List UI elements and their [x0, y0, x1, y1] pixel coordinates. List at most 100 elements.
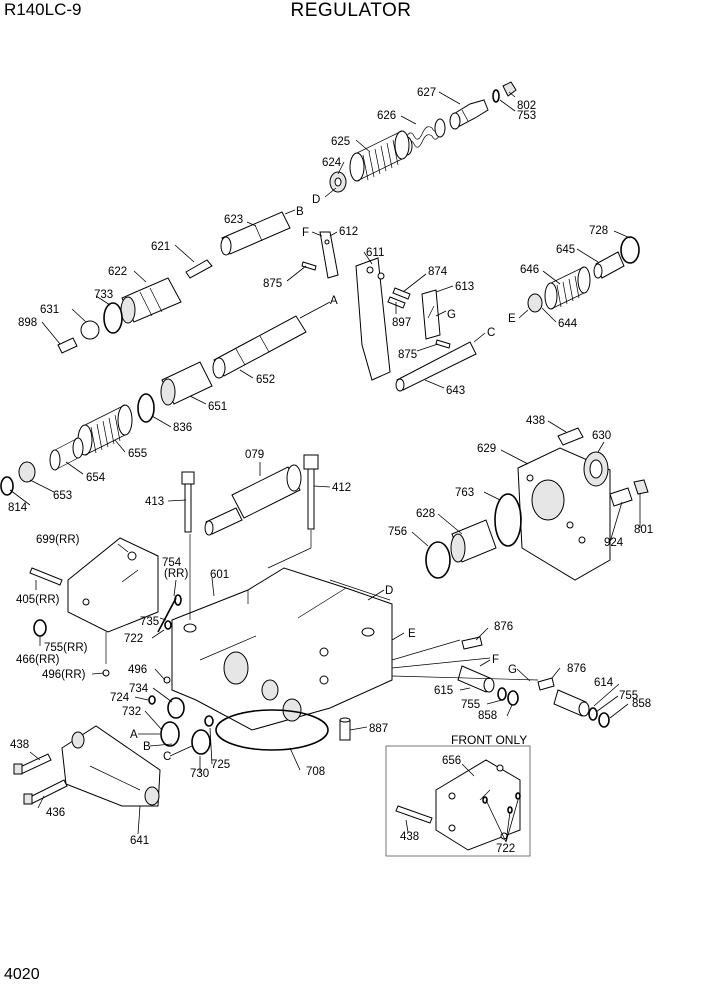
part-611-lever — [355, 257, 391, 381]
label-735: 735 — [140, 616, 159, 628]
label-079: 079 — [245, 449, 264, 461]
label-b-low: B — [143, 741, 151, 753]
label-755rr: 755(RR) — [44, 642, 88, 654]
label-438-c: 438 — [400, 831, 419, 843]
label-d-body: D — [385, 585, 393, 597]
label-496: 496 — [128, 664, 147, 676]
part-641-cover — [61, 725, 161, 807]
label-628: 628 — [416, 508, 435, 520]
label-631: 631 — [40, 304, 59, 316]
label-802: 802 — [517, 100, 536, 112]
label-612: 612 — [339, 226, 358, 238]
part-601-body — [171, 567, 393, 731]
part-613-plate — [421, 289, 441, 340]
part-615-spool — [457, 665, 495, 693]
part-622-sleeve — [120, 277, 182, 324]
part-655-spring — [77, 404, 133, 456]
label-623: 623 — [224, 214, 243, 226]
label-643: 643 — [446, 385, 465, 397]
label-725: 725 — [211, 759, 230, 771]
part-646-spring — [544, 266, 591, 310]
part-728-oring — [620, 236, 640, 264]
label-g-body: G — [508, 664, 517, 676]
part-722-oring-a — [164, 620, 172, 630]
label-755-a: 755 — [461, 699, 480, 711]
part-734-oring — [167, 697, 185, 719]
label-754-rr: (RR) — [164, 568, 188, 580]
label-438-b: 438 — [10, 739, 29, 751]
part-876-pin-a — [461, 636, 483, 650]
label-722-b: 722 — [496, 843, 515, 855]
part-887-pin — [339, 717, 351, 741]
label-644: 644 — [558, 318, 578, 330]
part-875-pin-a — [301, 261, 317, 271]
part-858-ring-b — [598, 712, 610, 728]
label-655: 655 — [128, 448, 147, 460]
label-g-top: G — [447, 309, 456, 321]
part-405-bolt — [29, 567, 63, 586]
part-614-spool — [553, 689, 590, 717]
part-732-oring — [160, 721, 180, 747]
part-643-pin — [395, 341, 477, 392]
part-079-solenoid — [204, 464, 302, 536]
part-730-oring — [191, 729, 211, 755]
label-e-right: E — [508, 313, 516, 325]
part-623-spool — [220, 211, 291, 256]
label-836: 836 — [173, 422, 192, 434]
label-624: 624 — [322, 157, 342, 169]
label-656: 656 — [442, 755, 461, 767]
label-730: 730 — [190, 768, 209, 780]
part-652-spool — [212, 315, 307, 379]
label-622: 622 — [108, 266, 127, 278]
part-814-snap-ring — [0, 476, 14, 496]
part-754-oring — [157, 594, 182, 633]
page-title: REGULATOR — [290, 0, 412, 21]
part-645-piston — [593, 251, 625, 279]
label-641: 641 — [130, 835, 149, 847]
part-625-spring — [349, 130, 410, 182]
label-754: 754 — [162, 557, 182, 569]
label-613: 613 — [455, 281, 474, 293]
part-631-collar — [80, 320, 100, 340]
part-763-oring — [494, 493, 522, 547]
part-654-spring — [49, 437, 84, 471]
label-b-top: B — [296, 206, 304, 218]
label-627: 627 — [417, 87, 436, 99]
part-612-plate — [319, 231, 339, 279]
label-629: 629 — [477, 443, 496, 455]
label-897: 897 — [392, 317, 411, 329]
part-653-seat — [18, 461, 36, 483]
label-621: 621 — [151, 241, 170, 253]
part-753-oring — [492, 89, 500, 103]
label-601: 601 — [210, 569, 229, 581]
label-466rr: 466(RR) — [16, 654, 60, 666]
label-a-top: A — [330, 295, 338, 307]
label-412: 412 — [332, 482, 351, 494]
label-c-top: C — [487, 327, 495, 339]
part-876-pin-b — [537, 677, 555, 691]
part-438-bolt-b — [13, 753, 52, 775]
part-628-plug — [450, 519, 497, 563]
part-755rr-oring — [33, 619, 47, 637]
label-875-a: 875 — [263, 278, 282, 290]
part-436-bolt — [23, 779, 68, 805]
part-733-oring — [103, 302, 123, 334]
label-733: 733 — [94, 289, 113, 301]
label-413: 413 — [145, 496, 164, 508]
label-814: 814 — [8, 502, 28, 514]
label-753: 753 — [517, 110, 536, 122]
part-630-seal — [583, 451, 609, 487]
part-898-pin — [57, 337, 78, 354]
part-836-snap-ring — [137, 393, 155, 423]
part-755-oring-a — [497, 687, 507, 701]
part-755-oring-b — [588, 707, 598, 721]
label-615: 615 — [434, 685, 453, 697]
part-708-oring — [215, 709, 329, 751]
label-887: 887 — [369, 723, 388, 735]
part-438-bolt-a — [557, 427, 584, 446]
label-496rr: 496(RR) — [42, 669, 86, 681]
label-a-low: A — [130, 729, 138, 741]
label-f-top: F — [302, 227, 309, 239]
